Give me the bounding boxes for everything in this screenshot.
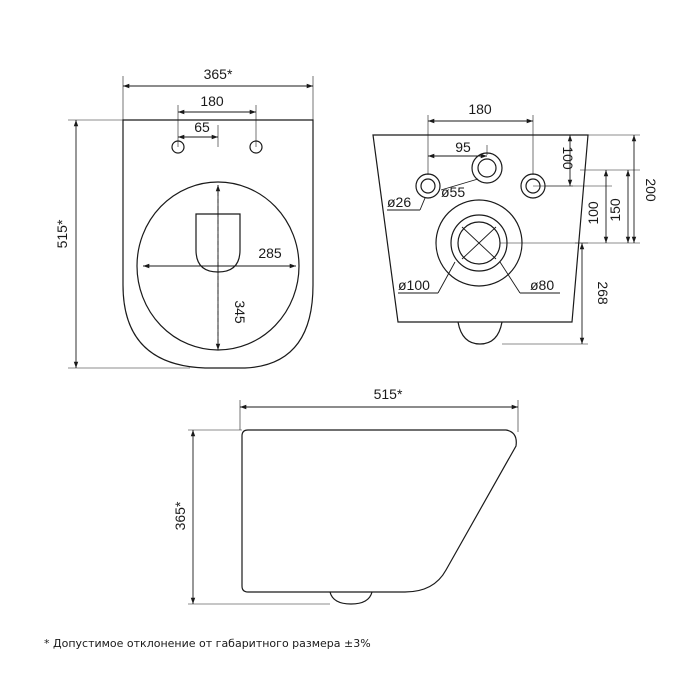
dim-top-bolt-offset: 65: [194, 119, 210, 135]
dim-top-width: 365*: [204, 66, 233, 82]
mount-hole-left: [415, 173, 441, 199]
side-view-outline: [241, 429, 517, 593]
dim-side-length: 515*: [374, 386, 403, 402]
dim-rear-inlet-offset: 95: [455, 139, 471, 155]
dim-rear-outlet-outer: ø100: [398, 277, 430, 293]
dim-side-height: 365*: [172, 501, 188, 530]
dim-rear-inlet-height: 100: [560, 146, 576, 170]
rear-view-outline: [372, 134, 589, 323]
side-outlet-spigot: [329, 591, 373, 605]
tolerance-footnote: * Допустимое отклонение от габаритного р…: [44, 637, 371, 650]
dim-rear-outlet-inner: ø80: [530, 277, 554, 293]
outlet-spigot: [457, 321, 503, 345]
water-inlet: [471, 152, 503, 184]
dim-top-bolt-spacing: 180: [200, 93, 224, 109]
dim-rear-mount-spacing: 180: [468, 101, 492, 117]
dim-rear-outlet-height: 268: [595, 281, 611, 305]
dim-top-length: 515*: [54, 219, 70, 248]
dim-rear-height-150: 150: [607, 198, 623, 222]
dim-rear-height-200: 200: [643, 178, 659, 202]
top-view-outline: [122, 119, 314, 369]
top-view: 365* 180 65 515* 285 345: [54, 66, 314, 369]
rear-view: 180 95 100 ø55 ø26 100 150 200 ø100 ø80: [372, 101, 659, 345]
dim-rear-mount-diameter: ø26: [387, 194, 411, 210]
dim-top-bowl-length: 345: [232, 300, 248, 324]
side-view: 515* 365*: [172, 386, 519, 605]
dim-top-bowl-width: 285: [258, 245, 282, 261]
dim-rear-mount-height: 100: [585, 201, 601, 225]
